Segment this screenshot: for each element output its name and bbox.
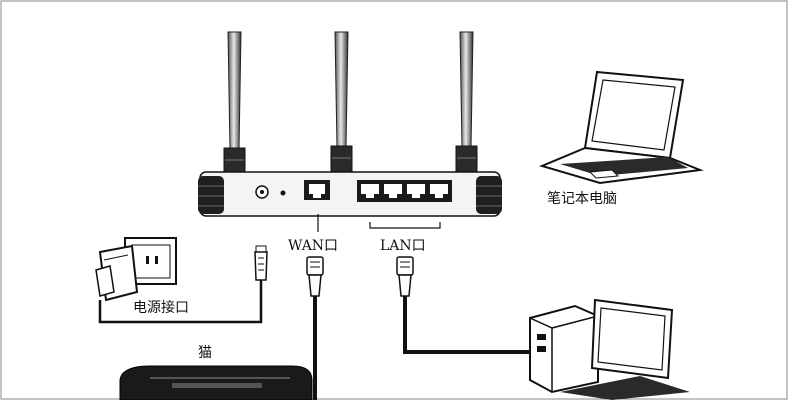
antenna-left bbox=[223, 31, 246, 193]
laptop-label: 笔记本电脑 bbox=[547, 191, 617, 207]
pc-tower bbox=[529, 304, 599, 394]
router-left-cap bbox=[198, 176, 224, 214]
router-reset-button bbox=[280, 190, 286, 196]
modem bbox=[119, 365, 313, 400]
wan-port-label: WAN口 bbox=[288, 238, 339, 254]
router-body bbox=[199, 171, 501, 217]
lan-bracket bbox=[369, 222, 441, 229]
modem-label: 猫 bbox=[198, 345, 212, 361]
lan-cable bbox=[403, 296, 530, 354]
wan-cable-plug bbox=[306, 256, 324, 400]
lan-cable-plug bbox=[396, 256, 530, 354]
lan-port-label: LAN口 bbox=[380, 238, 426, 254]
desktop-computer bbox=[529, 298, 690, 400]
pc-keyboard bbox=[560, 376, 690, 400]
router bbox=[198, 31, 502, 217]
power-adapter bbox=[95, 237, 177, 302]
laptop bbox=[539, 70, 704, 185]
router-lan-ports bbox=[357, 180, 452, 202]
power-plug bbox=[98, 245, 268, 324]
power-cable bbox=[98, 280, 263, 324]
router-wan-port bbox=[304, 180, 330, 200]
router-right-cap bbox=[476, 176, 502, 214]
power-port-label: 电源接口 bbox=[133, 300, 189, 316]
